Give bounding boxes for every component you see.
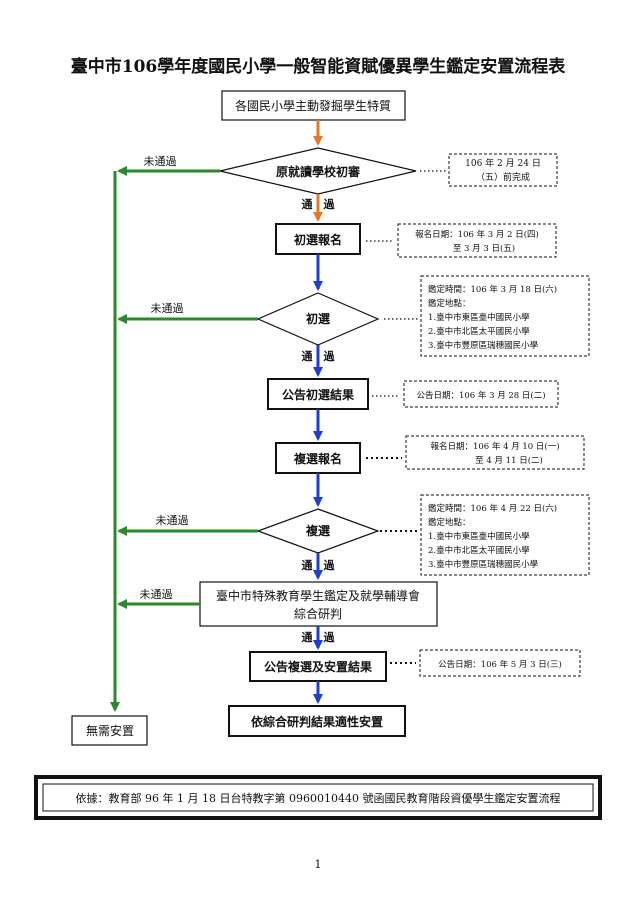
note-initial-register-line1: 報名日期：106 年 3 月 2 日(四) xyxy=(415,229,539,240)
note-re-register-box xyxy=(405,435,585,470)
note-re-selection-line4: 2.臺中市北區太平國民小學 xyxy=(428,545,530,556)
page-number: 1 xyxy=(315,858,322,871)
note-announce-initial-box xyxy=(403,380,559,408)
note-re-register-line2: 至 4 月 11 日(二) xyxy=(475,455,543,466)
note-initial-review-box xyxy=(448,153,558,187)
note-re-selection-line3: 1.臺中市東區臺中國民小學 xyxy=(428,531,530,542)
step-announce-final-label: 公告複選及安置結果 xyxy=(264,659,372,674)
note-initial-selection-line3: 1.臺中市東區臺中國民小學 xyxy=(428,312,530,323)
note-initial-selection-line1: 鑑定時間：106 年 3 月 18 日(六) xyxy=(428,284,557,295)
fail-label-4: 未通過 xyxy=(140,588,173,601)
note-re-selection-line2: 鑑定地點： xyxy=(428,517,471,528)
fail-label-2: 未通過 xyxy=(151,302,184,315)
step-placement-box xyxy=(228,705,406,737)
note-announce-final-line1: 公告日期：106 年 5 月 3 日(三) xyxy=(438,659,562,670)
step-no-placement-box xyxy=(71,715,148,746)
note-re-selection-box xyxy=(420,494,590,576)
note-initial-selection-box xyxy=(420,275,590,357)
note-initial-register-line2: 至 3 月 3 日(五) xyxy=(453,243,515,254)
step-placement-label: 依綜合研判結果適性安置 xyxy=(251,714,383,729)
footer-box-inner xyxy=(42,783,594,812)
note-initial-register-box xyxy=(397,223,557,258)
step-no-placement-label: 無需安置 xyxy=(86,723,134,738)
step-re-selection-label: 複選 xyxy=(305,523,330,538)
step-committee-box xyxy=(199,581,438,627)
note-initial-selection-line5: 3.臺中市豐原區瑞穗國民小學 xyxy=(428,340,539,351)
step-initial-register-label: 初選報名 xyxy=(294,232,342,247)
page-title: 臺中市106學年度國民小學一般智能資賦優異學生鑑定安置流程表 xyxy=(71,56,566,77)
note-initial-selection-line4: 2.臺中市北區太平國民小學 xyxy=(428,326,530,337)
note-initial-review-line2: （五）前完成 xyxy=(476,171,530,183)
step-re-register-label: 複選報名 xyxy=(293,451,342,466)
step-committee-line2: 綜合研判 xyxy=(294,606,342,621)
step-discover-label: 各國民小學主動發掘學生特質 xyxy=(235,98,391,113)
footer-basis: 依據：教育部 96 年 1 月 18 日台特教字第 0960010440 號函國… xyxy=(76,791,561,805)
step-committee-line1: 臺中市特殊教育學生鑑定及就學輔導會 xyxy=(216,588,420,603)
note-announce-final-box xyxy=(419,649,581,677)
step-initial-register-box xyxy=(275,223,361,255)
note-re-register-line1: 報名日期：106 年 4 月 10 日(一) xyxy=(430,441,559,452)
note-announce-initial-line1: 公告日期：106 年 3 月 28 日(二) xyxy=(416,390,545,401)
step-initial-review-label: 原就讀學校初審 xyxy=(276,164,361,179)
step-announce-initial-label: 公告初選結果 xyxy=(282,387,354,402)
step-re-register-box xyxy=(275,442,361,474)
step-initial-selection-label: 初選 xyxy=(306,311,330,326)
step-discover-box xyxy=(221,90,406,121)
note-initial-selection-line2: 鑑定地點： xyxy=(428,298,471,309)
note-re-selection-line5: 3.臺中市豐原區瑞穗國民小學 xyxy=(428,559,539,570)
note-re-selection-line1: 鑑定時間：106 年 4 月 22 日(六) xyxy=(428,503,557,514)
fail-label-3: 未通過 xyxy=(156,514,189,527)
fail-label-1: 未通過 xyxy=(144,155,177,168)
note-initial-review-line1: 106 年 2 月 24 日 xyxy=(465,157,541,169)
